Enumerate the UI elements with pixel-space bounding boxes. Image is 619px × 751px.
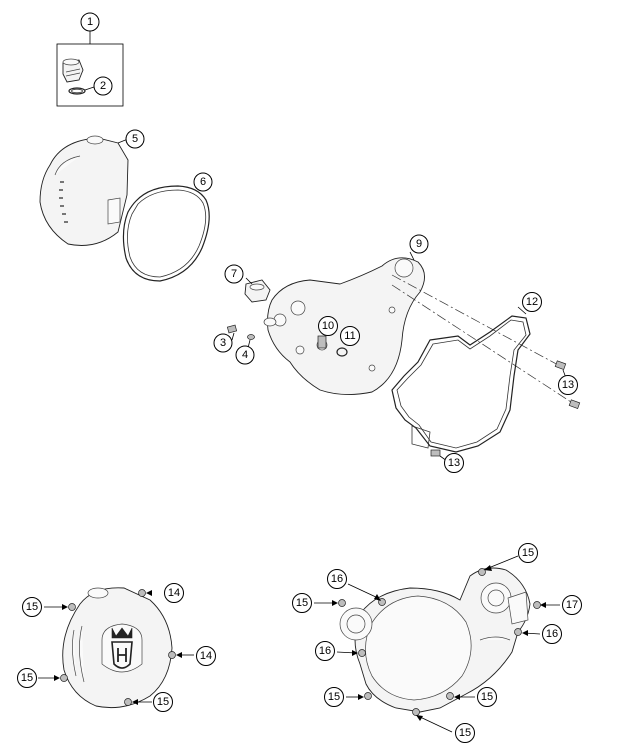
callout-label: 7	[231, 268, 237, 280]
clutch-cover-gasket	[122, 181, 210, 282]
callout-16-top: 16	[327, 569, 347, 589]
callout-label: 16	[319, 645, 331, 657]
callout-label: 5	[132, 133, 138, 145]
callout-4: 4	[235, 345, 255, 365]
callout-label: 17	[566, 599, 578, 611]
assembly-line-1	[391, 274, 561, 367]
callout-16-left: 16	[315, 641, 335, 661]
clutch-cover-upper	[39, 135, 129, 246]
callout-label: 15	[21, 672, 33, 684]
callout-label: 11	[344, 330, 355, 342]
kit-group-1	[56, 31, 124, 107]
callout-13-right: 13	[558, 375, 578, 395]
callout-15-left-bottom: 15	[17, 668, 37, 688]
callout-14-top: 14	[164, 583, 184, 603]
callout-label: 13	[448, 457, 460, 469]
callout-15-left-top: 15	[22, 597, 42, 617]
inner-cover-middle	[263, 251, 425, 395]
callout-13-bottom: 13	[444, 453, 464, 473]
callout-label: 15	[157, 696, 169, 708]
callout-2: 2	[93, 76, 113, 96]
callout-label: 2	[100, 80, 106, 92]
callout-10: 10	[318, 316, 338, 336]
callout-15-bottom-right: 15	[477, 687, 497, 707]
callout-11: 11	[340, 326, 360, 346]
callout-label: 15	[522, 547, 534, 559]
callout-15-left: 15	[292, 593, 312, 613]
callout-label: 4	[242, 349, 248, 361]
callout-15-bottom: 15	[455, 723, 475, 743]
callout-9: 9	[409, 234, 429, 254]
callout-label: 16	[331, 573, 343, 585]
callout-5: 5	[125, 129, 145, 149]
inner-cover-assembled	[314, 555, 560, 733]
o-ring	[68, 87, 86, 95]
callout-label: 12	[526, 296, 538, 308]
callout-label: 15	[296, 597, 308, 609]
callout-label: 6	[200, 176, 206, 188]
callout-label: 13	[562, 379, 574, 391]
filler-plug	[62, 58, 84, 83]
callout-14-right: 14	[196, 646, 216, 666]
bolts-13	[430, 360, 581, 462]
assembly-line-2	[391, 284, 575, 405]
callout-label: 15	[459, 727, 471, 739]
outer-cover-assembled	[38, 587, 194, 709]
callout-17: 17	[562, 595, 582, 615]
callout-15-cover-bottom: 15	[153, 692, 173, 712]
callout-label: 15	[481, 691, 493, 703]
callout-7: 7	[224, 264, 244, 284]
callout-label: 16	[546, 628, 558, 640]
callout-label: 15	[328, 691, 340, 703]
callout-label: 3	[220, 337, 226, 349]
callout-label: 14	[200, 650, 212, 662]
callout-label: 1	[87, 16, 93, 28]
inner-cover-gasket	[391, 306, 531, 453]
callout-15-top-right: 15	[518, 543, 538, 563]
callout-12: 12	[522, 292, 542, 312]
callout-label: 14	[168, 587, 180, 599]
callout-15-bottom-left: 15	[324, 687, 344, 707]
callout-16-right: 16	[542, 624, 562, 644]
callout-3: 3	[213, 333, 233, 353]
callout-1: 1	[80, 12, 100, 32]
callout-label: 10	[322, 320, 334, 332]
small-components	[226, 277, 271, 349]
callout-label: 15	[26, 601, 38, 613]
callout-label: 9	[416, 238, 422, 250]
seal-11	[336, 347, 348, 357]
callout-6: 6	[193, 172, 213, 192]
